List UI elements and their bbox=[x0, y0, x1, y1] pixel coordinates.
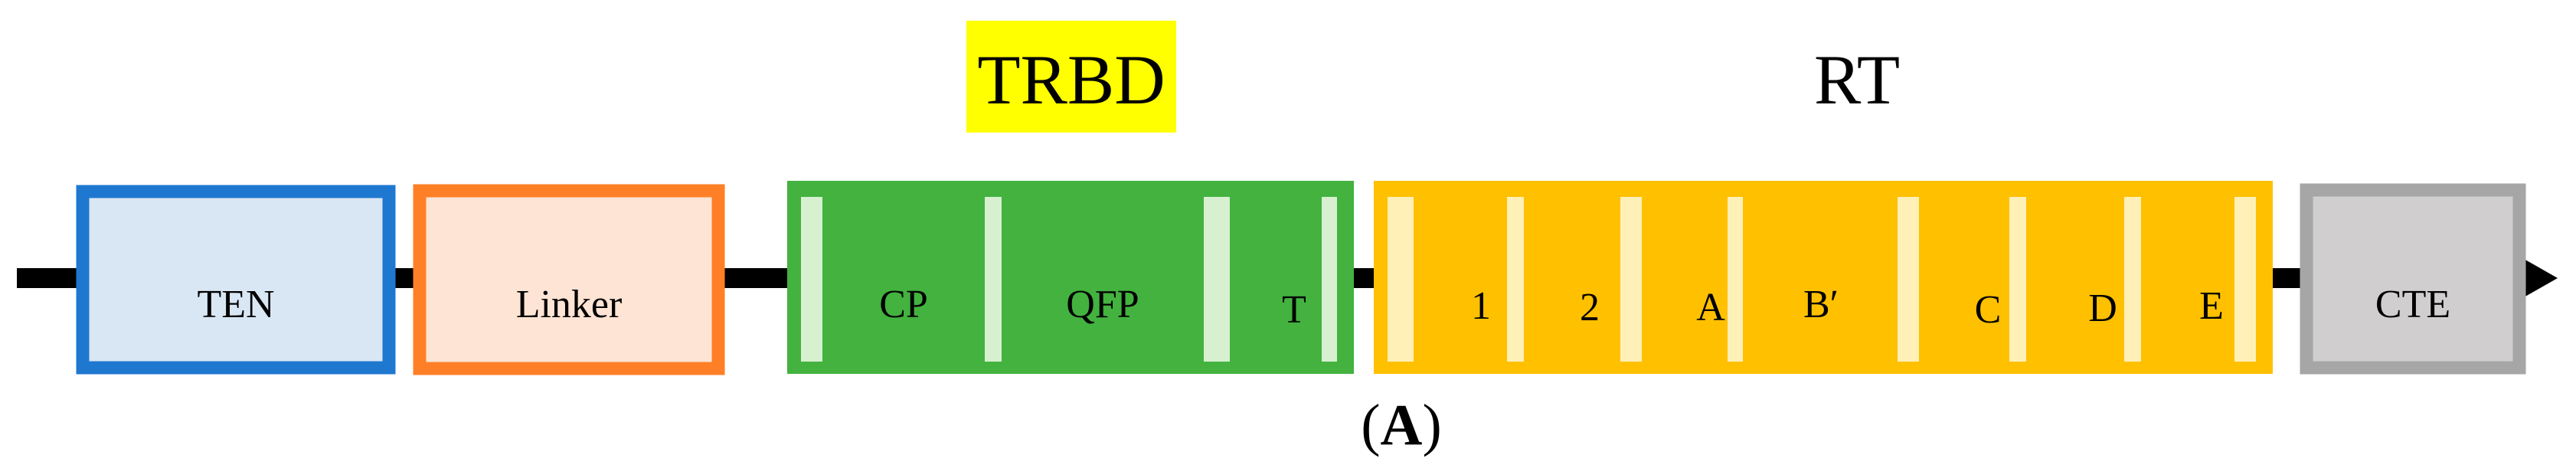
cte-domain-box bbox=[2300, 183, 2526, 375]
trbd-motif-cp: CP bbox=[879, 283, 928, 326]
rt-bar-5 bbox=[1898, 197, 1919, 362]
rt-motif-e: E bbox=[2199, 284, 2224, 328]
caption-close-paren: ) bbox=[1422, 393, 1442, 457]
rt-bar-8 bbox=[2234, 197, 2256, 362]
rt-bar-4 bbox=[1728, 197, 1743, 362]
trbd-motif-qfp: QFP bbox=[1066, 283, 1139, 326]
rt-motif-d: D bbox=[2088, 287, 2117, 330]
trbd-bar-4 bbox=[1322, 197, 1337, 362]
rt-motif-b-prime: B′ bbox=[1803, 283, 1839, 326]
trbd-motif-bars bbox=[801, 197, 1337, 362]
trbd-bar-3 bbox=[1204, 197, 1230, 362]
rt-bar-2 bbox=[1507, 197, 1524, 362]
rt-bar-6 bbox=[2009, 197, 2026, 362]
ten-label: TEN bbox=[197, 283, 275, 326]
cte-label: CTE bbox=[2375, 283, 2451, 326]
backbone-arrowhead bbox=[2524, 259, 2558, 297]
figure-caption: (A) bbox=[1361, 396, 1442, 454]
ten-domain-box bbox=[76, 185, 396, 375]
trbd-bar-2 bbox=[985, 197, 1002, 362]
trbd-motif-t: T bbox=[1282, 288, 1306, 332]
trbd-highlight bbox=[966, 21, 1176, 133]
rt-motif-a: A bbox=[1696, 286, 1725, 329]
trbd-domain-box bbox=[787, 181, 1354, 374]
rt-heading: RT bbox=[1813, 41, 1901, 119]
linker-label: Linker bbox=[515, 283, 623, 326]
caption-letter: A bbox=[1380, 393, 1423, 457]
rt-bar-3 bbox=[1620, 197, 1642, 362]
rt-motif-c: C bbox=[1974, 288, 2002, 332]
linker-domain-box bbox=[413, 184, 725, 375]
rt-motif-2: 2 bbox=[1580, 286, 1600, 329]
caption-open-paren: ( bbox=[1361, 393, 1381, 457]
trbd-heading: TRBD bbox=[977, 41, 1165, 119]
rt-motif-bars bbox=[1388, 197, 2256, 362]
trbd-bar-1 bbox=[801, 197, 822, 362]
rt-bar-7 bbox=[2124, 197, 2141, 362]
rt-motif-1: 1 bbox=[1471, 284, 1491, 328]
rt-bar-1 bbox=[1388, 197, 1414, 362]
